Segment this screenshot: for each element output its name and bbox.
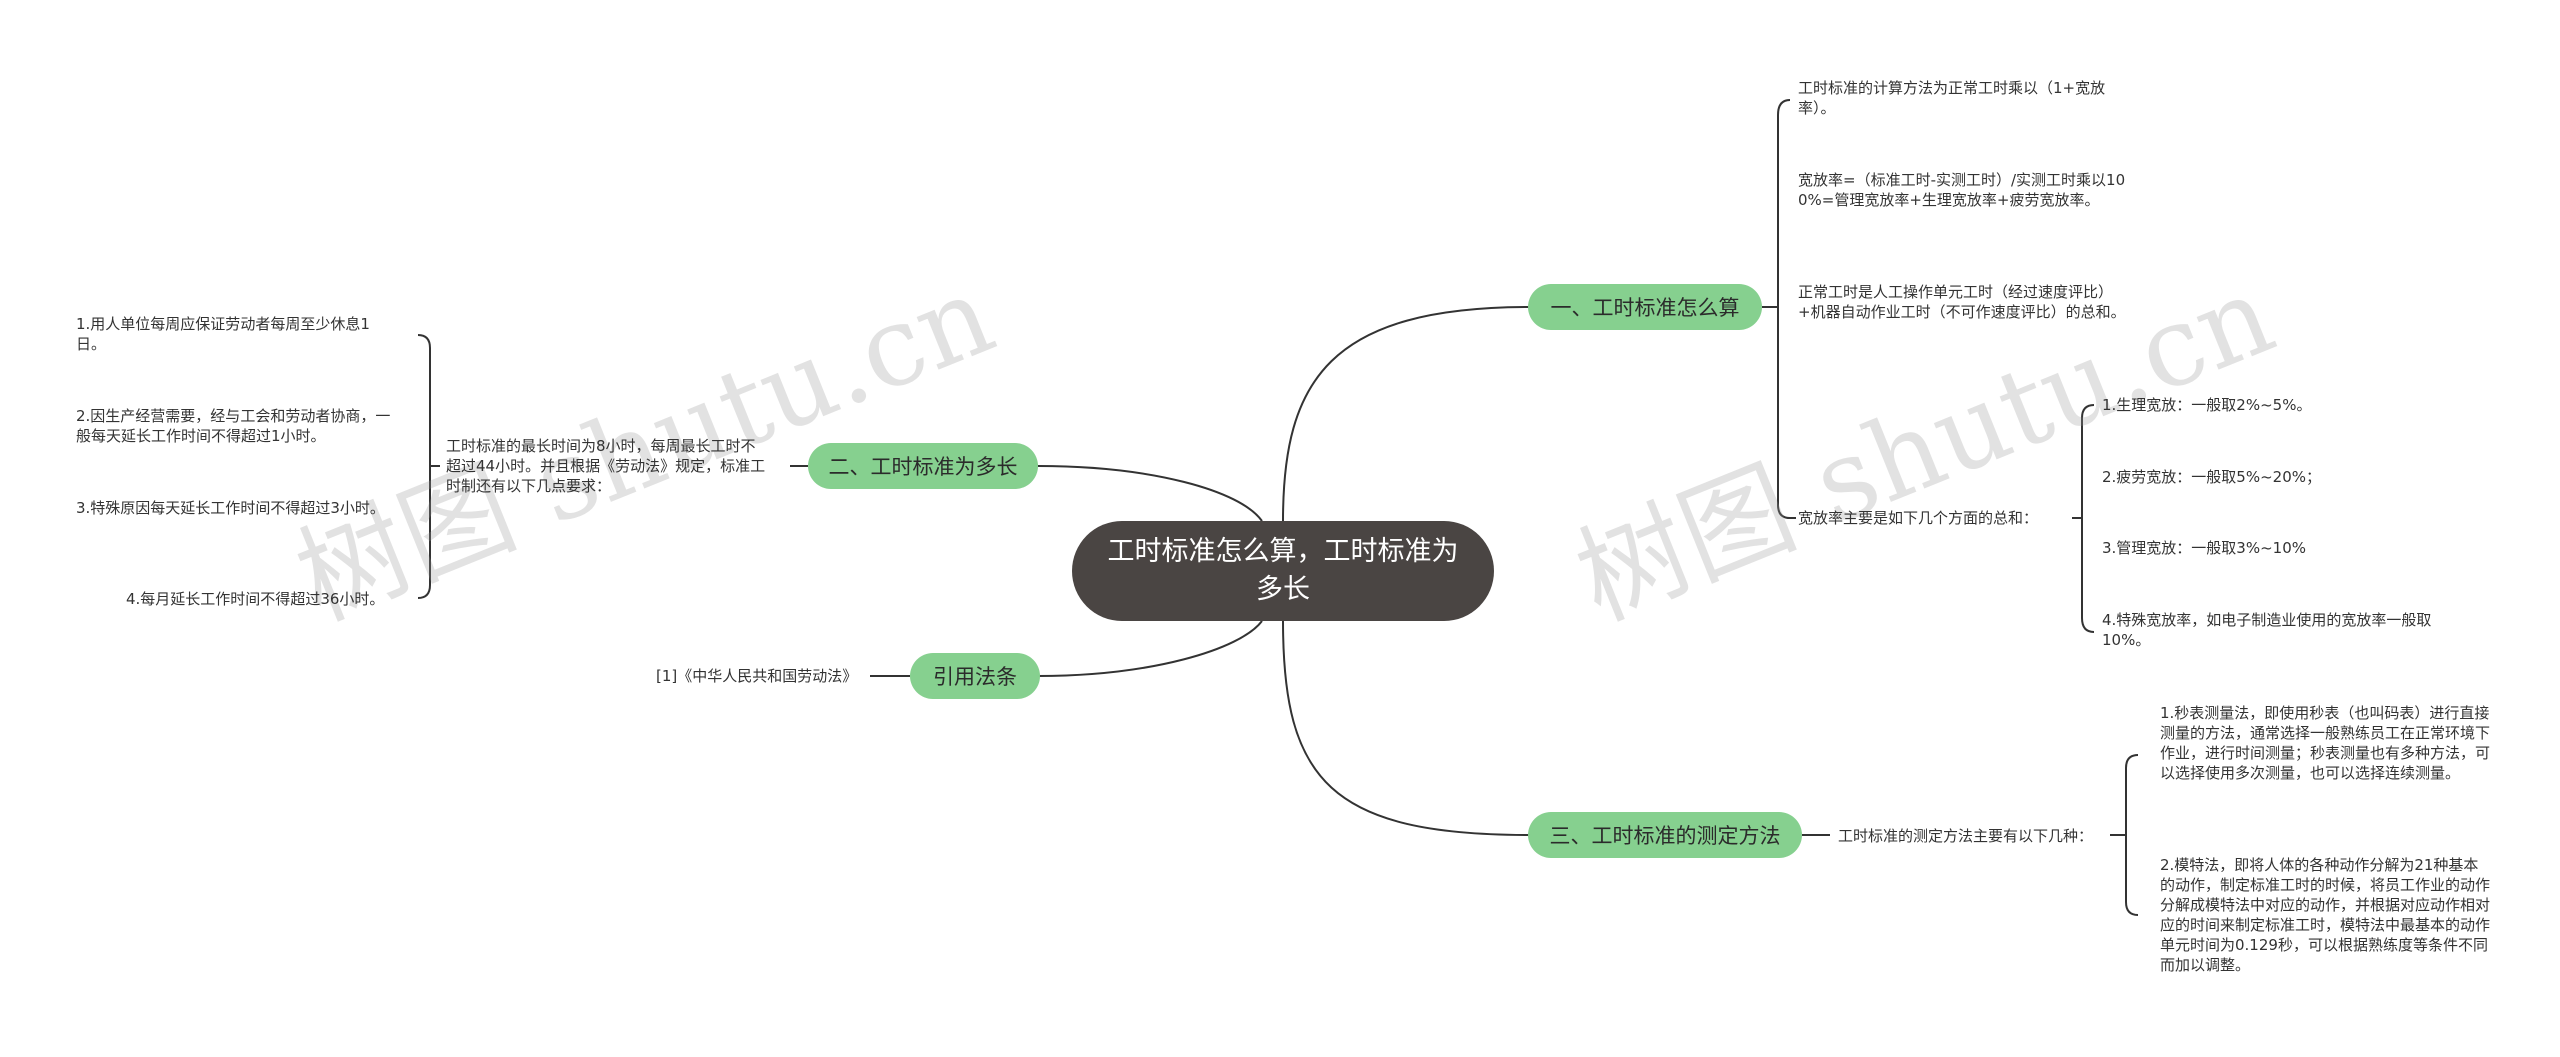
edge-center-b3 [1037, 620, 1263, 677]
edge-center-b2 [1037, 465, 1263, 522]
branch-3[interactable]: 引用法条 [910, 653, 1040, 699]
b1-c4-item-1: 1.生理宽放：一般取2%~5%。 [2102, 396, 2312, 414]
bracket-b2 [417, 334, 431, 599]
b2-leaf-1: 工时标准的最长时间为8小时，每周最长工时不超过44小时。并且根据《劳动法》规定，… [446, 437, 766, 495]
bracket-b4 [2125, 754, 2139, 916]
b2-item-3: 3.特殊原因每天延长工作时间不得超过3小时。 [76, 499, 385, 517]
branch-4[interactable]: 三、工时标准的测定方法 [1528, 812, 1802, 858]
b1-leaf-2: 宽放率=（标准工时-实测工时）/实测工时乘以100%=管理宽放率+生理宽放率+疲… [1798, 171, 2126, 209]
b2-item-4: 4.每月延长工作时间不得超过36小时。 [126, 590, 385, 608]
b2-item-1: 1.用人单位每周应保证劳动者每周至少休息1日。 [76, 315, 370, 353]
branch-1[interactable]: 一、工时标准怎么算 [1528, 284, 1762, 330]
b1-c4-item-2: 2.疲劳宽放：一般取5%~20%； [2102, 468, 2322, 486]
b4-leaf-1: 工时标准的测定方法主要有以下几种： [1838, 827, 2094, 845]
branch-2[interactable]: 二、工时标准为多长 [808, 443, 1038, 489]
edge-center-b4 [1282, 620, 1531, 836]
b1-leaf-4: 宽放率主要是如下几个方面的总和： [1798, 509, 2039, 527]
b1-c4-item-3: 3.管理宽放：一般取3%~10% [2102, 539, 2307, 557]
b4-item-1: 1.秒表测量法，即使用秒表（也叫码表）进行直接测量的方法，通常选择一般熟练员工在… [2160, 704, 2491, 782]
b2-item-2: 2.因生产经营需要，经与工会和劳动者协商，一般每天延长工作时间不得超过1小时。 [76, 407, 391, 445]
b1-c4-item-4: 4.特殊宽放率，如电子制造业使用的宽放率一般取10%。 [2102, 611, 2432, 649]
center-topic[interactable]: 工时标准怎么算，工时标准为多长 [1072, 521, 1494, 621]
b1-leaf-1: 工时标准的计算方法为正常工时乘以（1+宽放率）。 [1798, 79, 2106, 117]
bracket-b1 [1777, 99, 1791, 519]
b1-leaf-3: 正常工时是人工操作单元工时（经过速度评比）+机器自动作业工时（不可作速度评比）的… [1798, 283, 2126, 321]
bracket-c4 [2081, 404, 2095, 633]
b4-item-2: 2.模特法，即将人体的各种动作分解为21种基本的动作，制定标准工时的时候，将员工… [2160, 856, 2491, 974]
b3-leaf-1: [1]《中华人民共和国劳动法》 [656, 667, 858, 685]
edge-center-b1 [1282, 306, 1531, 522]
